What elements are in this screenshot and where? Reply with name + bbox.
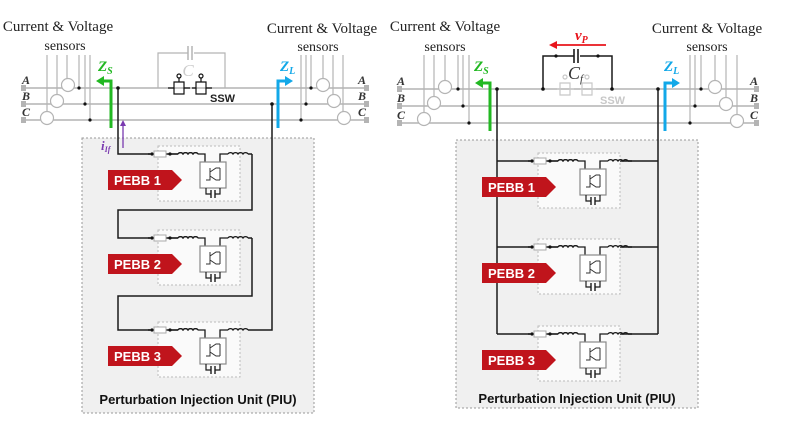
sensors-left-subtitle: sensors [424, 40, 465, 55]
phase-c-label-left: C [397, 108, 406, 122]
pebb-label-tag: PEBB 2 [108, 254, 182, 274]
ssw-label: SSW [210, 93, 236, 105]
pebb-label: PEBB 3 [488, 353, 535, 368]
piu-label: Perturbation Injection Unit (PIU) [478, 391, 675, 406]
pebb-module: PEBB 2 [482, 238, 632, 295]
sensors-left-title: Current & Voltage [3, 19, 114, 35]
pebb-module: PEBB 1 [482, 152, 632, 209]
current-sensors-left [39, 55, 91, 126]
phase-lines [24, 87, 366, 121]
sensors-right-title: Current & Voltage [652, 21, 763, 37]
capacitor-cf: C [157, 46, 226, 88]
pebb-label: PEBB 2 [114, 257, 161, 272]
piu-label: Perturbation Injection Unit (PIU) [99, 392, 296, 407]
phase-a-label-right: A [357, 73, 366, 87]
pebb-label: PEBB 1 [114, 173, 161, 188]
current-sensors-right [689, 55, 745, 129]
ssw-switch [557, 74, 596, 96]
phase-c-label-left: C [22, 105, 31, 119]
pebb-label-tag: PEBB 2 [482, 263, 556, 283]
ssw-switch [168, 73, 212, 95]
svg-text:C: C [182, 61, 194, 80]
zl-label: ZL [663, 59, 679, 77]
zs-arrow [479, 81, 492, 131]
pebb-label: PEBB 3 [114, 349, 161, 364]
pebb-modules: PEBB 1 PEBB 2 PEBB 3 PEBB 1 PEBB 2 PEBB 3 [108, 145, 632, 382]
phase-b-label-right: B [749, 91, 758, 105]
phase-a-label-left: A [396, 74, 405, 88]
zs-label: ZS [473, 59, 489, 77]
zl-arrow [663, 81, 675, 131]
pebb-module: PEBB 2 [108, 229, 252, 286]
current-sensors-left [416, 55, 470, 127]
zs-label: ZS [97, 59, 113, 77]
pebb-label-tag: PEBB 3 [108, 346, 182, 366]
pebb-module: PEBB 3 [482, 325, 632, 382]
sensors-right-subtitle: sensors [297, 40, 338, 55]
vp-label: vP [575, 28, 589, 46]
sensors-left-subtitle: sensors [44, 39, 85, 54]
ssw-label: SSW [600, 95, 626, 107]
phase-lines [400, 88, 756, 124]
phase-a-label-right: A [749, 74, 758, 88]
zl-arrow [276, 79, 288, 128]
phase-a-label-left: A [21, 73, 30, 87]
series-wiring [117, 88, 273, 331]
phase-c-label-right: C [358, 105, 367, 119]
capacitor-cf: Cf [541, 49, 614, 91]
phase-c-label-right: C [750, 108, 759, 122]
sensors-right-subtitle: sensors [686, 40, 727, 55]
pebb-module: PEBB 1 [108, 145, 252, 202]
zl-label: ZL [279, 59, 295, 77]
pebb-label-tag: PEBB 3 [482, 350, 556, 370]
current-sensors-right [300, 55, 352, 126]
pebb-label: PEBB 2 [488, 266, 535, 281]
svg-text:Cf: Cf [568, 63, 585, 85]
phase-b-label-left: B [396, 91, 405, 105]
pebb-label-tag: PEBB 1 [108, 170, 182, 190]
pebb-label-tag: PEBB 1 [482, 177, 556, 197]
phase-b-label-right: B [357, 89, 366, 103]
pebb-label: PEBB 1 [488, 180, 535, 195]
parallel-wiring [496, 89, 659, 335]
sensors-left-title: Current & Voltage [390, 19, 501, 35]
current-label: iIf [101, 138, 112, 154]
phase-b-label-left: B [21, 89, 30, 103]
pebb-module: PEBB 3 [108, 321, 252, 378]
sensors-right-title: Current & Voltage [267, 21, 378, 37]
